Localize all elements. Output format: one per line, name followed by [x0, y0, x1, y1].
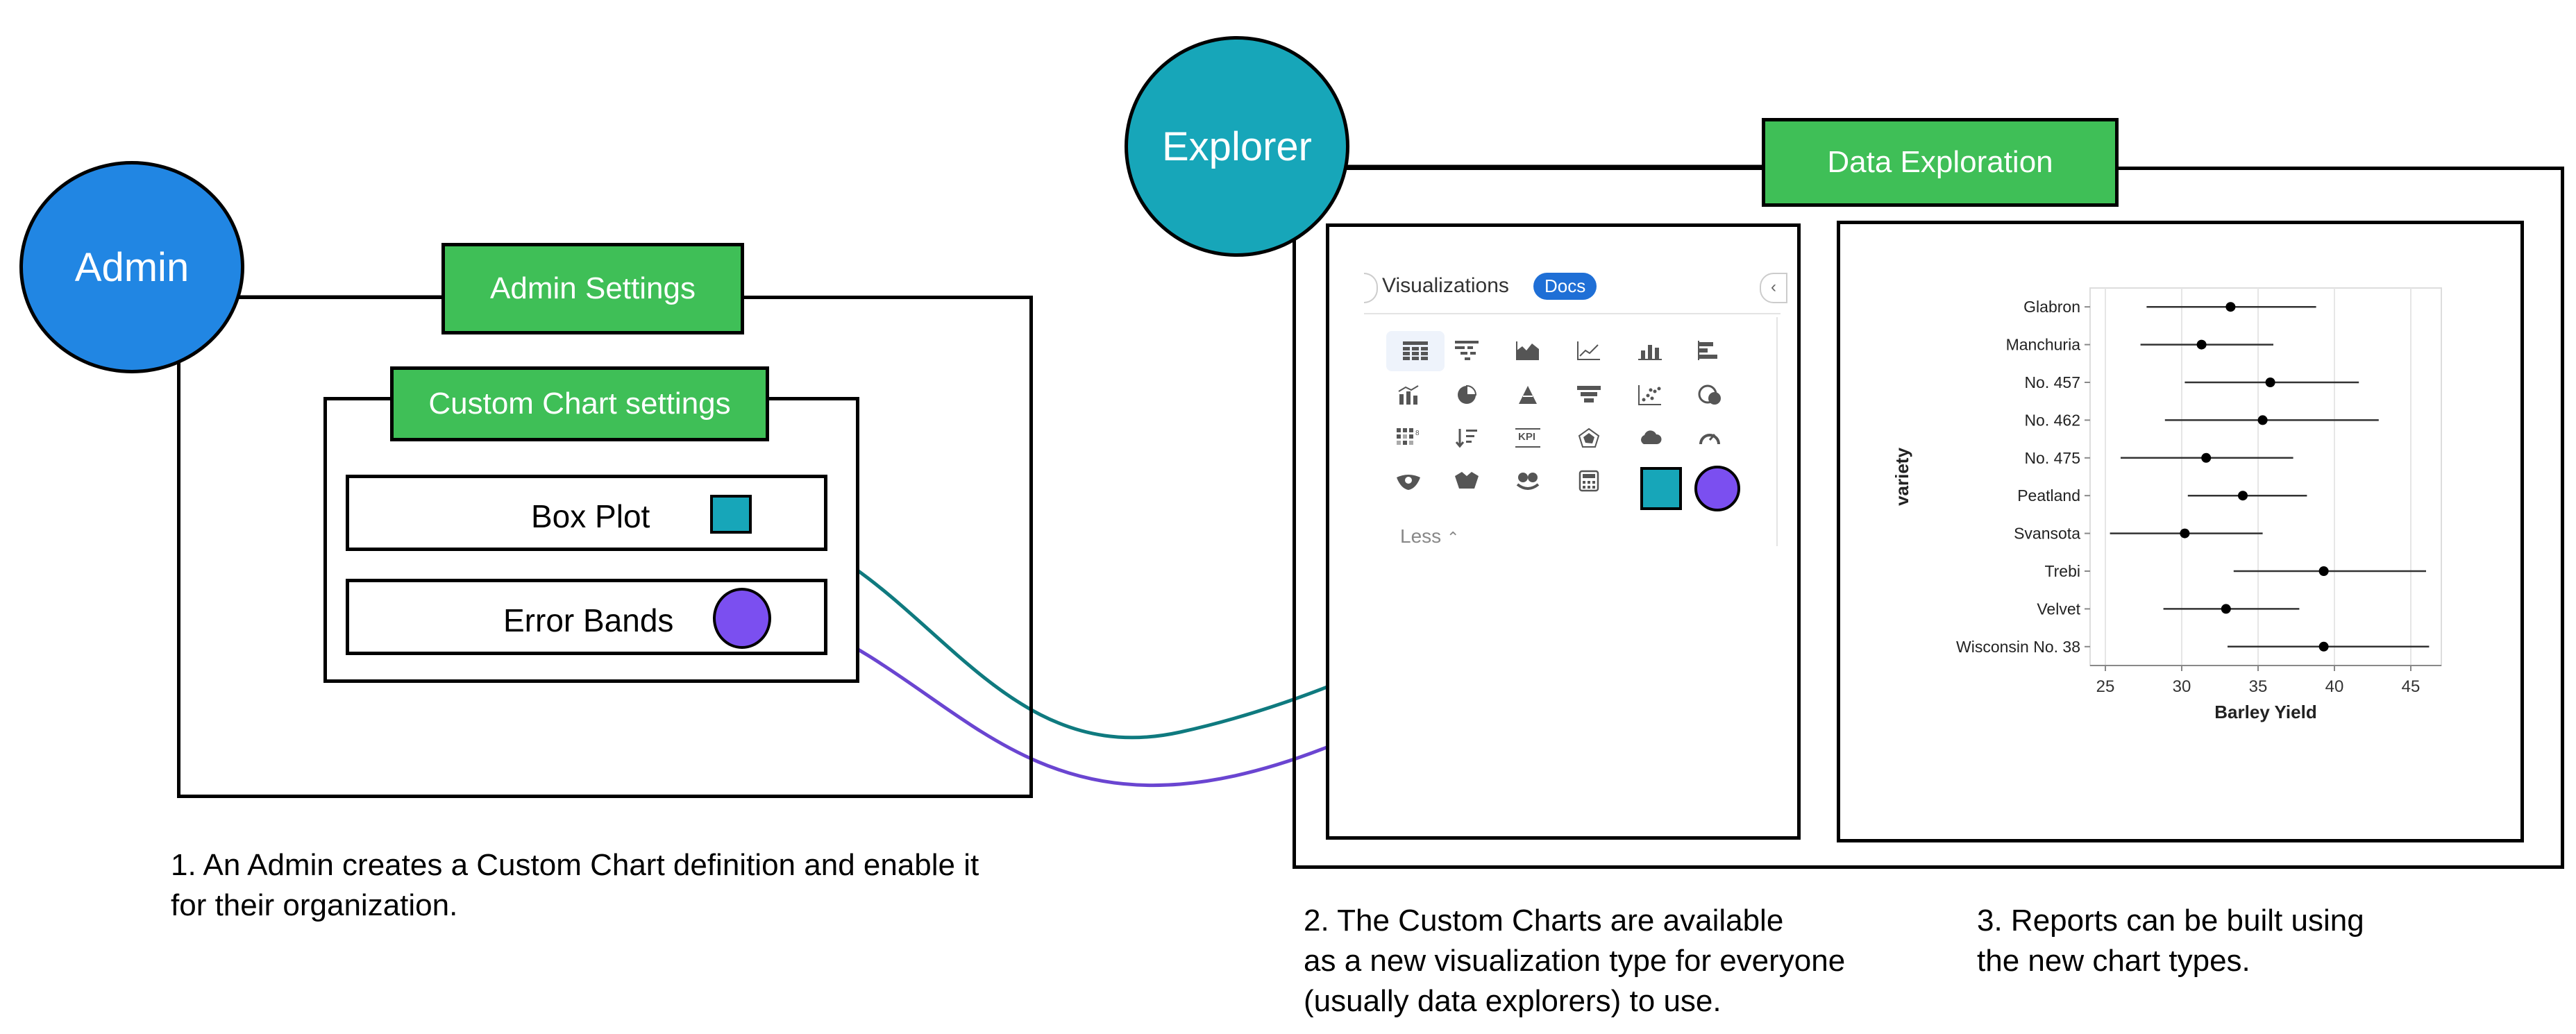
mean-point: [2238, 491, 2248, 501]
data-exploration-title: Data Exploration: [1762, 118, 2119, 207]
error-bands-circle-icon: [713, 588, 771, 649]
box-plot-setting-row[interactable]: Box Plot: [346, 475, 827, 551]
y-tick-label: Manchuria: [2006, 336, 2081, 354]
radar-icon[interactable]: [1574, 425, 1604, 450]
custom-icon-3[interactable]: [1513, 468, 1543, 493]
pyramid-icon[interactable]: [1513, 382, 1543, 407]
error-bands-label: Error Bands: [503, 602, 674, 638]
visualizations-panel: ‹ Visualizations Docs 8: [1326, 223, 1801, 840]
box-plot-viz-icon[interactable]: [1640, 467, 1682, 510]
scatter-icon[interactable]: [1635, 382, 1665, 407]
explorer-circle: Explorer: [1125, 36, 1349, 257]
x-tick-label: 25: [2096, 677, 2115, 696]
line-chart-icon[interactable]: [1574, 338, 1604, 363]
mean-point: [2257, 415, 2268, 425]
y-tick-label: Glabron: [2023, 298, 2080, 316]
box-plot-square-icon: [710, 495, 752, 534]
visualizations-panel-collapse-icon[interactable]: ‹: [1760, 273, 1787, 303]
explorer-caption-2: 2. The Custom Charts are available as a …: [1304, 904, 1846, 1018]
mean-point: [2318, 566, 2329, 576]
pivot-icon[interactable]: [1451, 338, 1482, 363]
custom-icon-2[interactable]: [1451, 468, 1482, 493]
admin-circle-label: Admin: [74, 244, 190, 290]
y-tick-label: Svansota: [2014, 525, 2080, 543]
gauge-icon[interactable]: [1694, 425, 1725, 450]
y-tick-label: Peatland: [2017, 486, 2080, 505]
mean-point: [2201, 452, 2212, 463]
cloud-icon[interactable]: [1635, 425, 1665, 450]
visualizations-divider: [1364, 313, 1781, 314]
y-tick-label: No. 457: [2024, 373, 2080, 391]
visualizations-panel-left-handle[interactable]: [1364, 273, 1378, 303]
admin-circle: Admin: [19, 161, 244, 373]
explorer-caption-3: 3. Reports can be built using the new ch…: [1977, 904, 2364, 978]
x-tick-label: 45: [2402, 677, 2421, 696]
y-axis-title: variety: [1892, 448, 1912, 506]
custom-chart-settings-title: Custom Chart settings: [390, 366, 769, 441]
mean-point: [2225, 302, 2236, 312]
mean-point: [2318, 641, 2329, 652]
error-bands-setting-row[interactable]: Error Bands: [346, 579, 827, 655]
mean-point: [2180, 528, 2190, 539]
x-tick-label: 40: [2325, 677, 2344, 696]
funnel-icon[interactable]: [1574, 382, 1604, 407]
less-toggle[interactable]: Less ⌃: [1400, 525, 1460, 547]
admin-caption: 1. An Admin creates a Custom Chart defin…: [171, 848, 979, 922]
box-plot-label: Box Plot: [531, 498, 650, 534]
explorer-circle-label: Explorer: [1162, 124, 1312, 169]
y-tick-label: Wisconsin No. 38: [1956, 638, 2080, 656]
map-icon[interactable]: [1694, 382, 1725, 407]
mean-point: [2221, 604, 2231, 614]
y-tick-label: No. 475: [2024, 449, 2080, 467]
bar-chart-icon[interactable]: [1635, 338, 1665, 363]
mean-point: [2196, 339, 2207, 350]
visualizations-right-divider: [1776, 317, 1778, 546]
y-tick-label: Trebi: [2044, 562, 2080, 580]
area-chart-icon[interactable]: [1513, 338, 1543, 363]
y-tick-label: Velvet: [2037, 600, 2080, 618]
mean-point: [2265, 378, 2275, 387]
chevron-up-icon: ⌃: [1446, 529, 1460, 546]
sort-icon[interactable]: [1451, 425, 1482, 450]
horizontal-bar-icon[interactable]: [1694, 338, 1725, 363]
heatmap-icon[interactable]: 8: [1393, 425, 1424, 450]
x-tick-label: 35: [2249, 677, 2268, 696]
combo-chart-icon[interactable]: [1393, 382, 1424, 407]
custom-icon-1[interactable]: [1393, 468, 1424, 493]
svg-text:8: 8: [1415, 430, 1420, 437]
admin-settings-title: Admin Settings: [441, 243, 744, 334]
error-bands-viz-icon[interactable]: [1694, 466, 1740, 511]
kpi-text: KPI: [1518, 431, 1536, 443]
pie-chart-icon[interactable]: [1451, 382, 1482, 407]
docs-badge[interactable]: Docs: [1533, 273, 1597, 300]
table-icon[interactable]: [1386, 331, 1445, 371]
x-axis-title: Barley Yield: [2214, 702, 2316, 722]
x-tick-label: 30: [2173, 677, 2191, 696]
visualizations-title: Visualizations: [1382, 274, 1509, 297]
calculator-icon[interactable]: [1574, 468, 1604, 493]
y-tick-label: No. 462: [2024, 411, 2080, 429]
kpi-icon[interactable]: KPI: [1513, 425, 1543, 450]
